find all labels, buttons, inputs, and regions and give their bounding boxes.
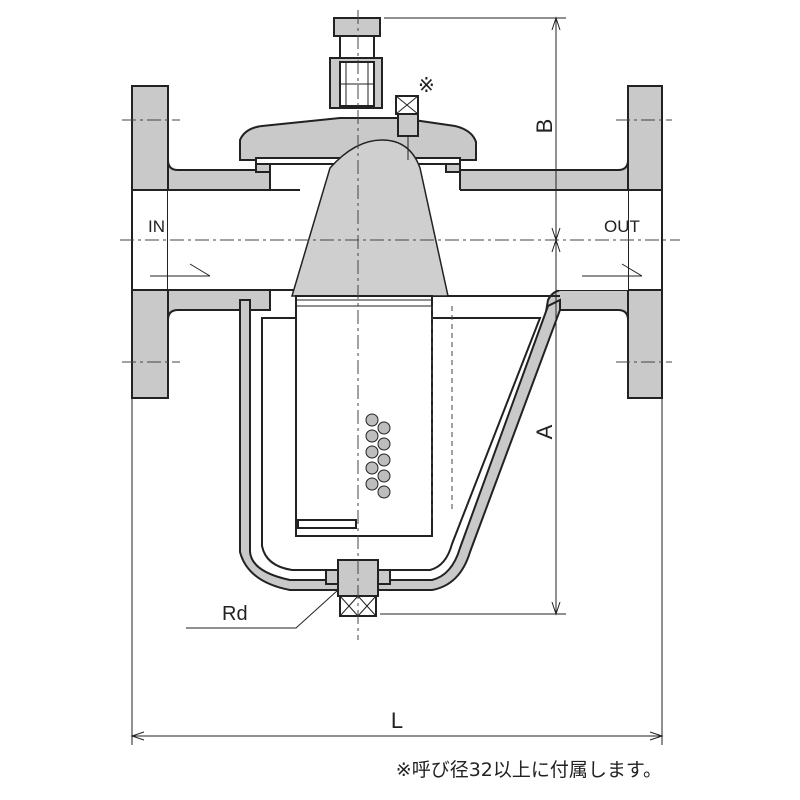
footnote: ※呼び径32以上に付属します。	[396, 759, 662, 781]
inlet-flange	[122, 85, 271, 399]
outlet-flow-arrow-icon	[582, 263, 643, 277]
asterisk-mark: ※	[418, 73, 435, 97]
outlet-label: OUT	[604, 217, 640, 236]
drain-label: Rd	[222, 603, 248, 625]
air-vent-plug	[395, 95, 419, 160]
dimension-l	[130, 398, 664, 745]
centre-lines	[120, 10, 680, 640]
dimension-l-label: L	[391, 708, 403, 733]
dimension-a	[380, 238, 566, 616]
screen-perforation	[365, 413, 391, 499]
dimension-a-label: A	[532, 424, 557, 439]
inlet-label: IN	[148, 217, 165, 236]
cover-bolt	[329, 17, 383, 109]
dimension-b-label: B	[532, 119, 557, 134]
drain-leader	[186, 589, 339, 629]
inlet-flow-arrow-icon	[150, 263, 211, 277]
screen-element	[290, 139, 453, 537]
